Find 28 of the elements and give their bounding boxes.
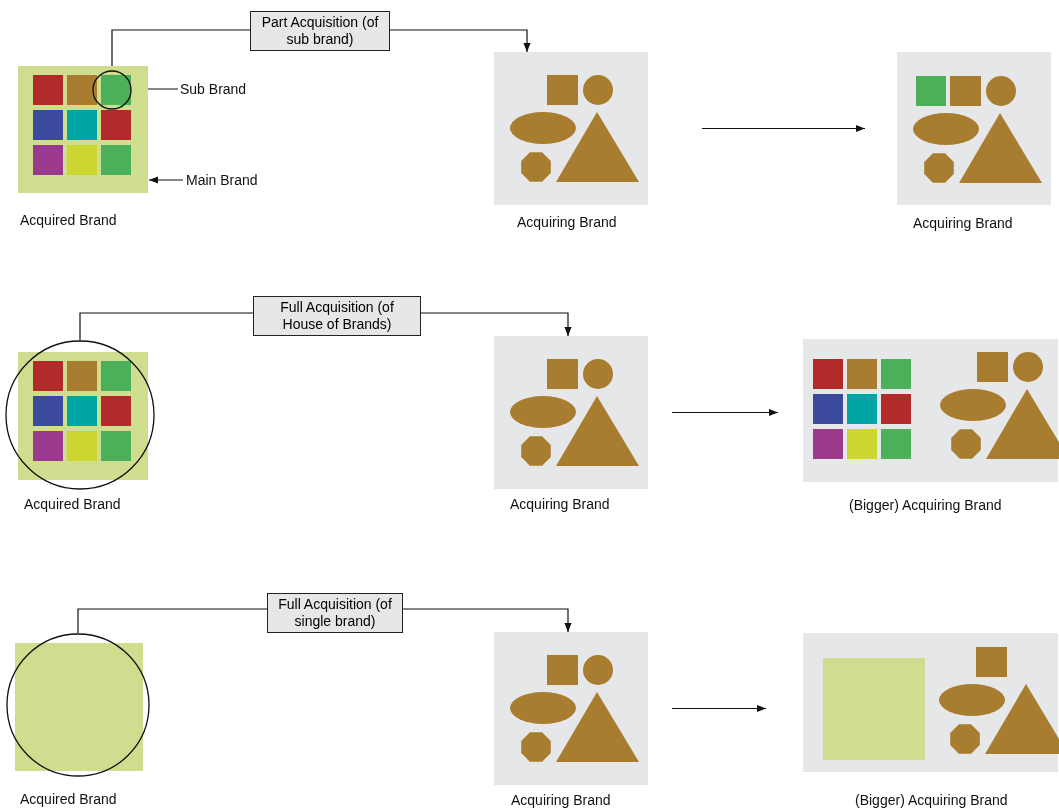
edge-label: Full Acquisition (of House of Brands)	[253, 296, 421, 336]
brand-caption: Acquiring Brand	[510, 496, 610, 512]
leader-line	[148, 176, 184, 184]
shapes-drawing	[494, 632, 648, 785]
edge-label: Full Acquisition (of single brand)	[267, 593, 403, 633]
brand-caption: Acquired Brand	[20, 791, 117, 807]
callout-label: Sub Brand	[180, 81, 247, 97]
edge-label: Part Acquisition (of sub brand)	[250, 11, 390, 51]
merged-drawing	[803, 339, 1058, 482]
highlight-circle	[92, 70, 132, 110]
highlight-circle	[6, 633, 150, 777]
arrow	[671, 704, 767, 713]
brand-caption: (Bigger) Acquiring Brand	[849, 497, 1002, 513]
color-grid-drawing	[18, 66, 148, 193]
shapes-drawing	[494, 336, 648, 489]
shapes-drawing	[494, 52, 648, 205]
merged-drawing	[803, 633, 1058, 772]
callout-label: Main Brand	[186, 172, 258, 188]
brand-caption: Acquiring Brand	[511, 792, 611, 808]
brand-caption: (Bigger) Acquiring Brand	[855, 792, 1008, 808]
highlight-circle	[5, 340, 155, 490]
brand-caption: Acquired Brand	[20, 212, 117, 228]
arrow	[671, 408, 779, 417]
shapes-drawing	[897, 52, 1051, 205]
arrow	[701, 124, 866, 133]
brand-caption: Acquiring Brand	[517, 214, 617, 230]
brand-caption: Acquiring Brand	[913, 215, 1013, 231]
brand-caption: Acquired Brand	[24, 496, 121, 512]
